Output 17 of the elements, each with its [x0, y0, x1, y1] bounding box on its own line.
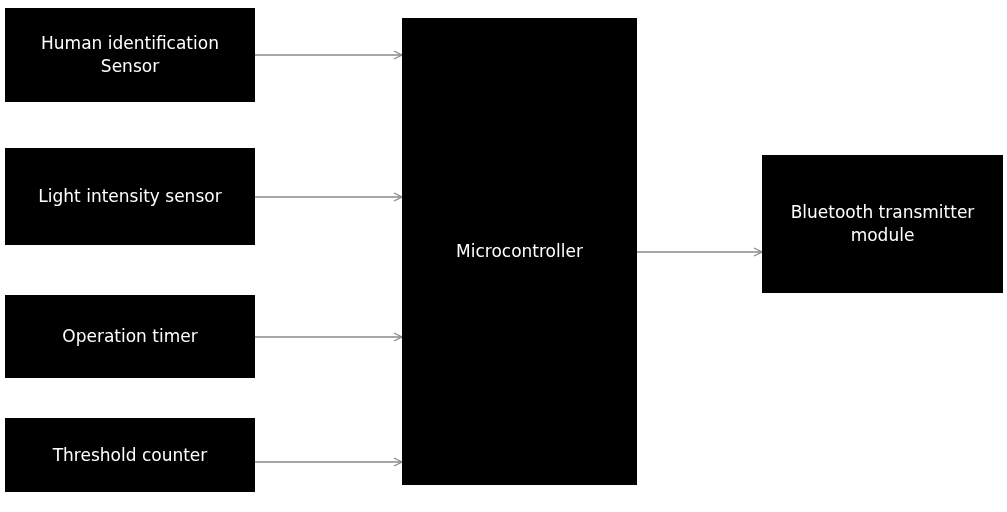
box-label: Microcontroller: [456, 240, 583, 263]
arrow: [254, 457, 403, 467]
box-label: Threshold counter: [52, 443, 208, 467]
box-label: Operation timer: [62, 325, 198, 348]
arrow: [636, 247, 763, 257]
process-box: [5, 295, 255, 378]
process-box: [762, 155, 1003, 293]
process-box: [5, 148, 255, 245]
box-label: Light intensity sensor: [38, 185, 222, 208]
box-label: Human identification Sensor: [40, 32, 220, 78]
arrow: [254, 192, 403, 202]
controller-block: [402, 18, 637, 485]
box-label: Bluetooth transmitter module: [789, 201, 976, 247]
arrow: [254, 332, 403, 342]
process-box: [5, 8, 255, 102]
process-box: [5, 418, 255, 492]
arrow: [254, 50, 403, 60]
